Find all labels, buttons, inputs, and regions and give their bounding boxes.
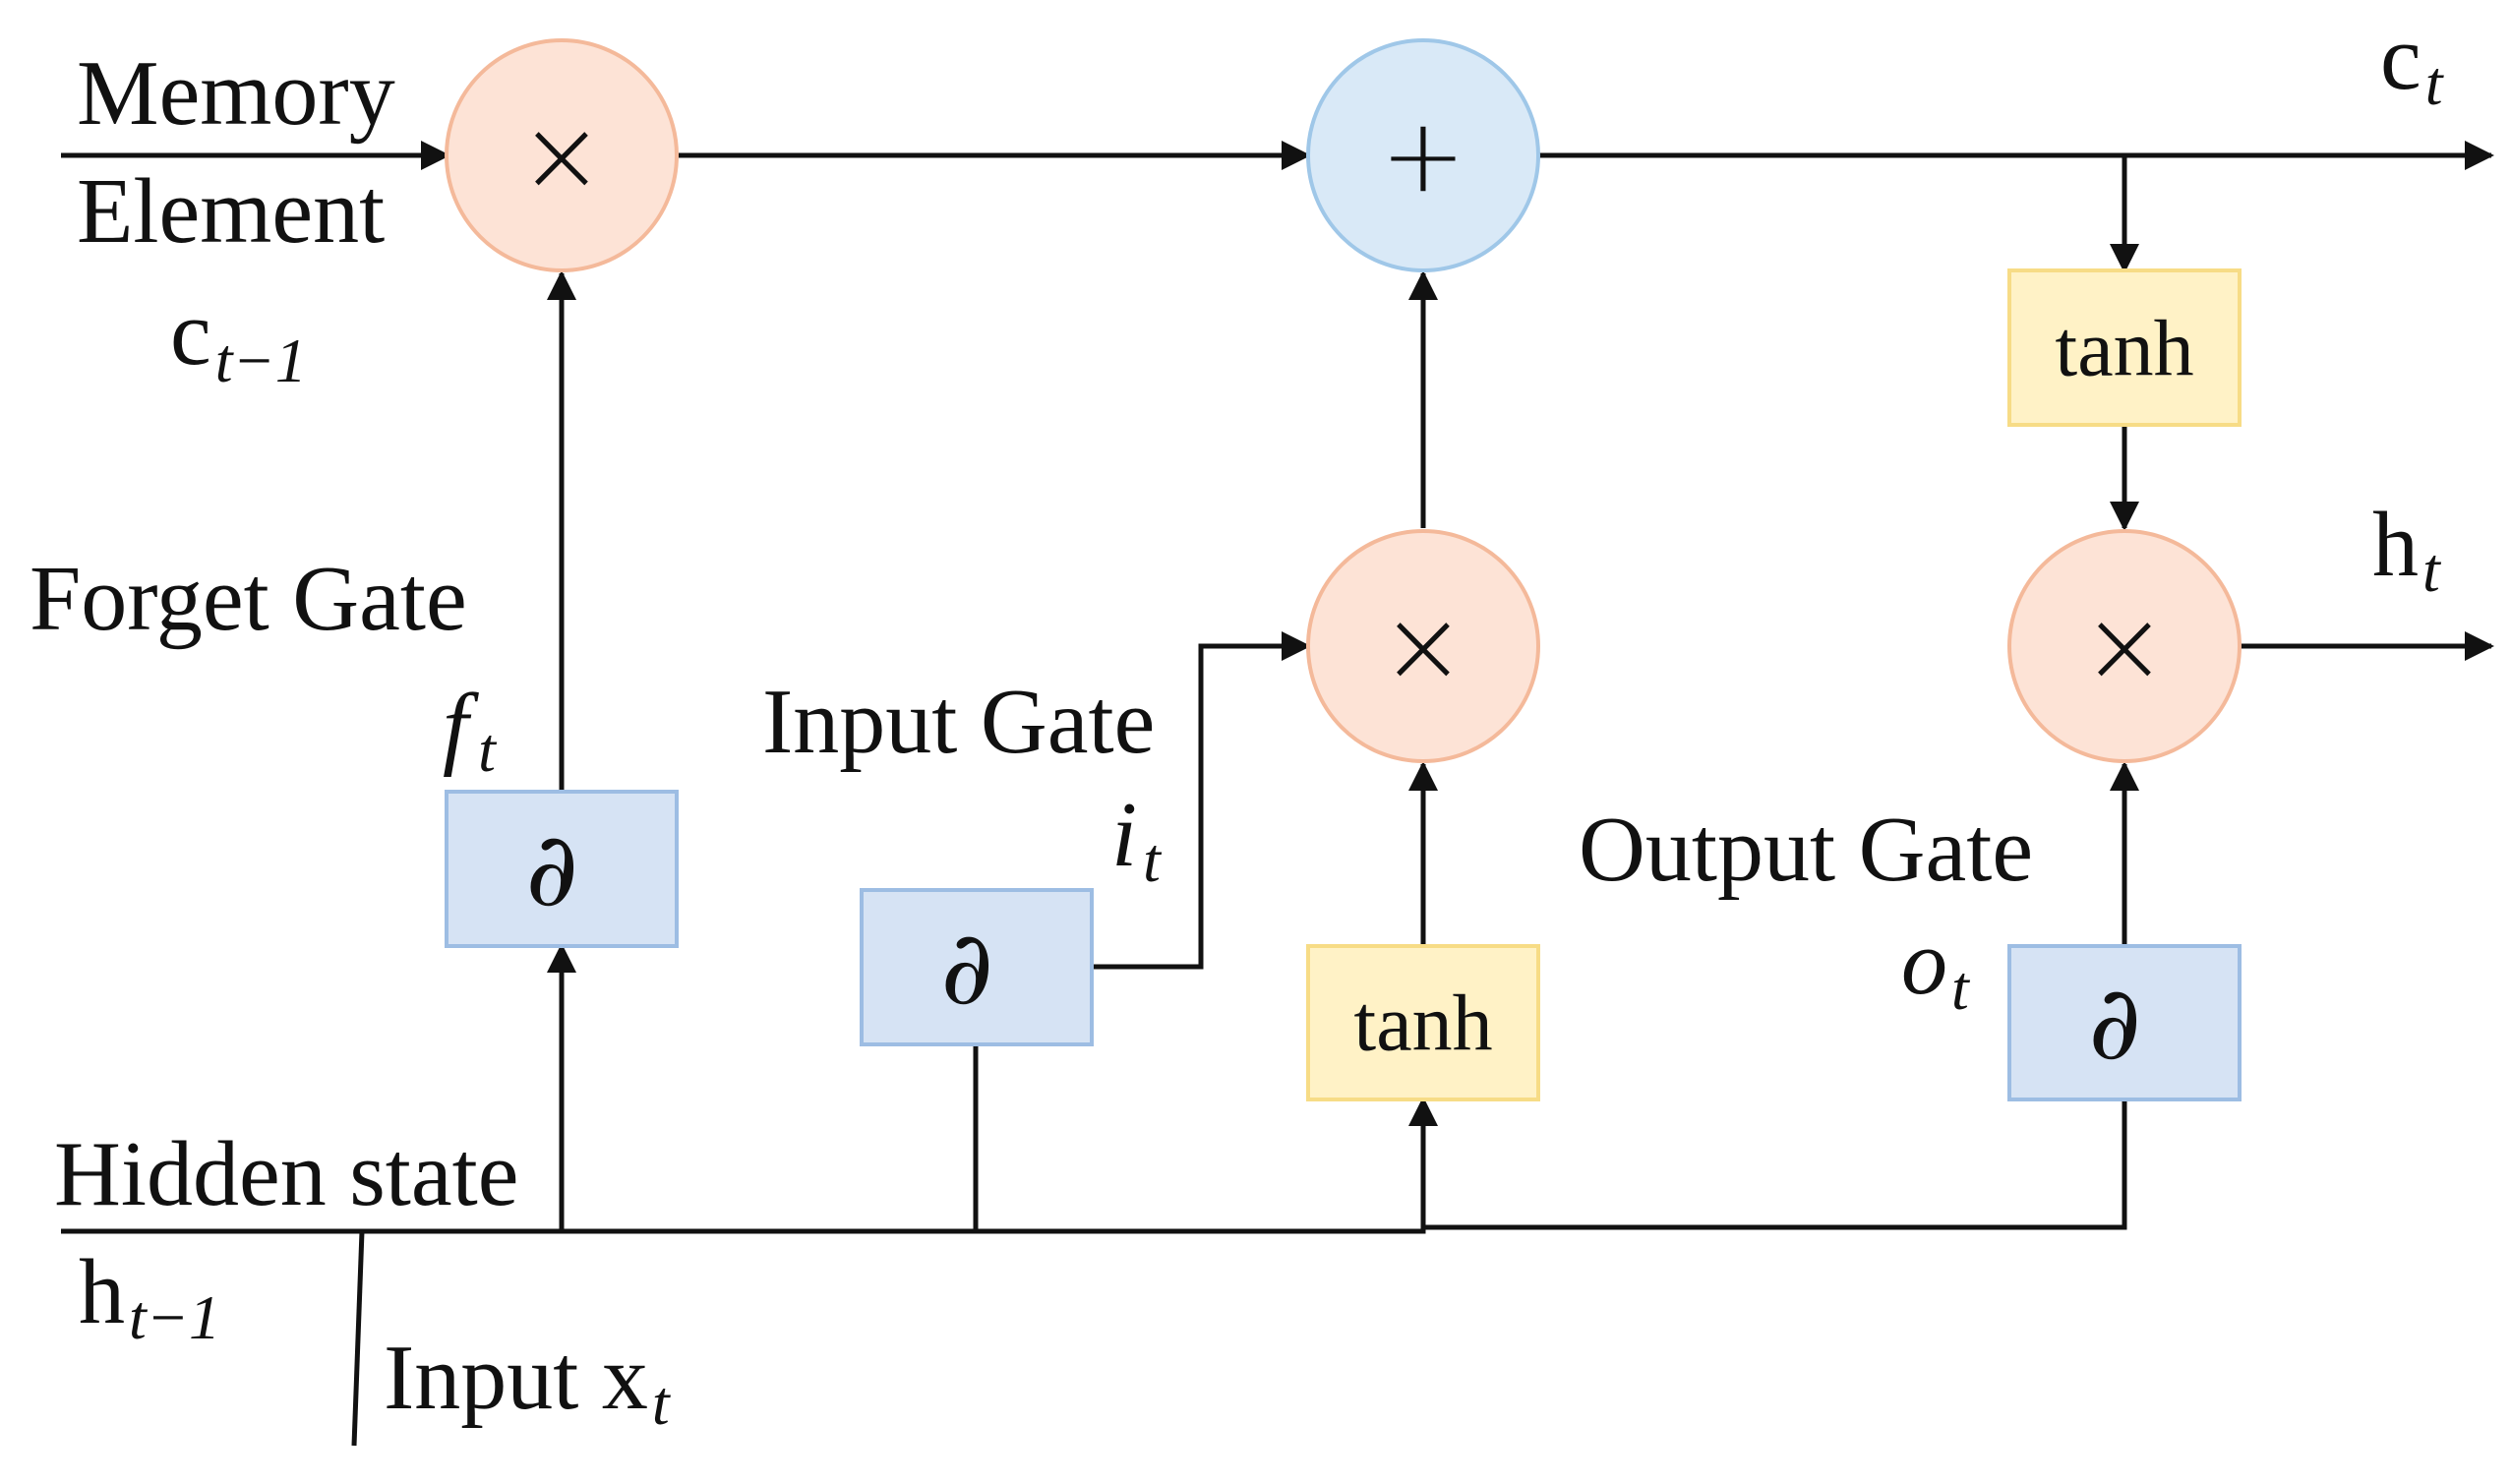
tanh-label: tanh [2055, 304, 2193, 393]
c-t-sub: t [2425, 48, 2445, 118]
input-sigmoid-box: ∂ [860, 888, 1094, 1046]
tanh-rect [2007, 268, 2242, 427]
forget-multiply-node: × [445, 38, 679, 272]
h-t-base: h [2372, 494, 2419, 596]
o-t-base: o [1901, 912, 1947, 1014]
h-prev-label: ht−1 [79, 1241, 220, 1352]
multiply-symbol: × [518, 95, 604, 215]
c-t-label: ct [2380, 7, 2445, 118]
i-t-label: it [1111, 784, 1163, 895]
input-gate-label: Input Gate [762, 671, 1155, 773]
add-circle [1306, 38, 1540, 272]
forget-sigmoid-box: ∂ [445, 790, 679, 948]
output-sigmoid-box: ∂ [2007, 944, 2242, 1101]
sigmoid-rect [2007, 944, 2242, 1101]
add-symbol: + [1380, 95, 1465, 215]
sigmoid-rect [445, 790, 679, 948]
c-prev-base: c [170, 282, 211, 385]
sigmoid-symbol: ∂ [525, 809, 578, 929]
sigmoid-symbol: ∂ [940, 908, 993, 1028]
f-t-sub: t [478, 715, 498, 785]
input-gate-to-multiply-arrow [1094, 631, 1311, 970]
h-t-label: ht [2372, 494, 2442, 605]
hidden-state-label: Hidden state [54, 1123, 518, 1225]
input-x-prefix: Input x [384, 1327, 648, 1429]
multiply-symbol: × [2081, 586, 2167, 706]
forget-gate-label: Forget Gate [30, 548, 467, 650]
c-prev-sub: t−1 [215, 326, 307, 395]
input-x-sub: t [652, 1368, 672, 1438]
memory-element-label-line2: Element [77, 160, 385, 263]
tanh-rect [1306, 944, 1540, 1101]
o-t-label: ot [1901, 912, 1971, 1023]
input-x-line [351, 1230, 365, 1447]
c-t-base: c [2380, 7, 2421, 109]
i-t-base: i [1111, 784, 1137, 886]
connection-lines [61, 141, 2494, 1447]
multiply-circle [1306, 529, 1540, 763]
multiply-symbol: × [1380, 586, 1465, 706]
sigmoid-rect [860, 888, 1094, 1046]
h-t-sub: t [2422, 535, 2442, 605]
multiply-circle [2007, 529, 2242, 763]
o-t-sub: t [1951, 953, 1971, 1023]
input-multiply-node: × [1306, 529, 1540, 763]
add-node: + [1306, 38, 1540, 272]
multiply-circle [445, 38, 679, 272]
output-multiply-node: × [2007, 529, 2242, 763]
i-t-sub: t [1143, 825, 1163, 895]
input-x-label: Input xt [384, 1327, 672, 1438]
sigmoid-symbol: ∂ [2088, 963, 2141, 1083]
candidate-tanh-box: tanh [1306, 944, 1540, 1101]
output-gate-label: Output Gate [1579, 799, 2033, 901]
cell-tanh-box: tanh [2007, 268, 2242, 427]
tanh-label: tanh [1353, 979, 1492, 1068]
f-t-base: f [443, 676, 479, 778]
c-prev-label: ct−1 [170, 282, 307, 395]
memory-element-label-line1: Memory [77, 42, 395, 145]
h-prev-base: h [79, 1241, 125, 1343]
h-prev-sub: t−1 [129, 1282, 220, 1352]
